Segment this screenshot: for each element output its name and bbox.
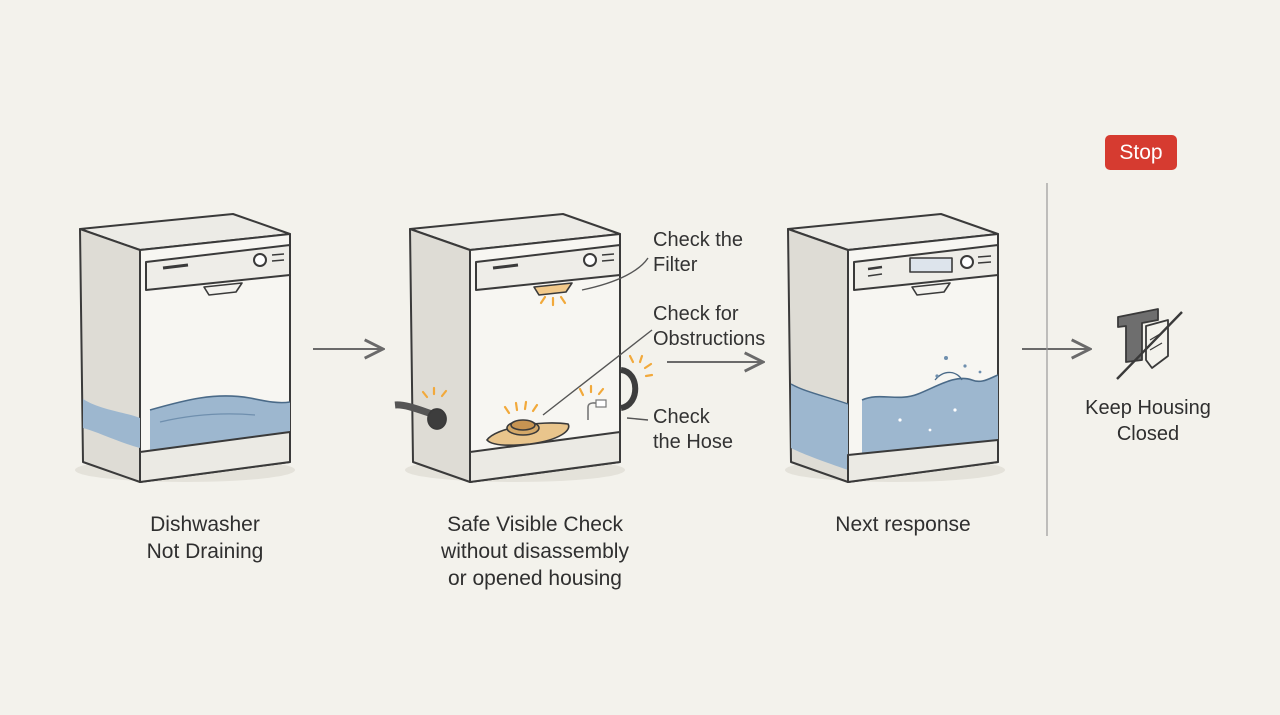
dishwasher-visible-check: [405, 213, 625, 483]
callout-hose-line-1: Check: [653, 406, 710, 428]
hose-icon: [394, 367, 639, 430]
step-2-caption-line-3: or opened housing: [448, 567, 622, 590]
callout-check-filter: Check the Filter: [653, 228, 743, 278]
keep-housing-closed-label: Keep Housing Closed: [1068, 395, 1228, 447]
step-2-caption: Safe Visible Check without disassembly o…: [405, 511, 665, 592]
callout-filter-line-1: Check the: [653, 229, 744, 251]
filter-icon: [486, 419, 570, 446]
callout-check-obstructions: Check for Obstructions: [653, 302, 765, 352]
step-3-caption-line-1: Next response: [835, 513, 971, 536]
crossed-out-screwdriver-icon: [1116, 308, 1183, 380]
callout-obstructions-line-2: Obstructions: [653, 328, 766, 350]
step-1-caption-line-2: Not Draining: [146, 540, 264, 563]
step-1-caption: Dishwasher Not Draining: [105, 511, 305, 565]
callout-leaders: [542, 257, 653, 421]
stop-badge: Stop: [1105, 135, 1177, 170]
callout-hose-line-2: the Hose: [653, 431, 734, 453]
step-1-caption-line-1: Dishwasher: [150, 513, 260, 536]
callout-check-hose: Check the Hose: [653, 405, 733, 455]
highlight-marks: [421, 295, 654, 415]
step-2-caption-line-1: Safe Visible Check: [447, 513, 623, 536]
callout-obstructions-line-1: Check for: [653, 303, 739, 325]
callout-filter-line-2: Filter: [653, 254, 698, 276]
step-3-caption: Next response: [803, 511, 1003, 538]
dishwasher-next-response: [785, 213, 1005, 483]
keep-housing-line-1: Keep Housing: [1085, 397, 1211, 419]
keep-housing-line-2: Closed: [1116, 423, 1180, 445]
dishwasher-not-draining: [75, 213, 295, 483]
step-2-caption-line-2: without disassembly: [441, 540, 629, 563]
